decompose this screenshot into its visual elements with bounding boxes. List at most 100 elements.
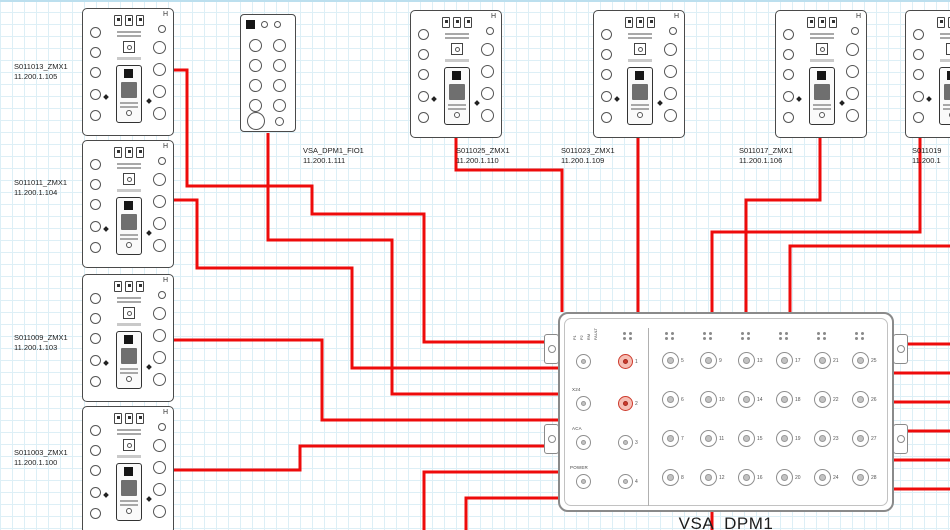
- dpm-port-number: 13: [757, 357, 763, 364]
- device-s011019-zmx1[interactable]: H: [905, 10, 950, 138]
- dpm-port: [576, 396, 591, 411]
- dpm-port: [814, 391, 831, 408]
- device-label-s011003: S011003_ZMX1 11.200.1.100: [14, 448, 68, 468]
- dpm-status-label: RM: [586, 333, 591, 341]
- dpm-port: [700, 469, 717, 486]
- dpm-port-number: 27: [871, 435, 877, 442]
- dpm-port-number: 3: [635, 439, 638, 446]
- dpm-port-label-aca: ACA: [572, 426, 582, 431]
- dpm-port: [814, 430, 831, 447]
- module-h-label: H: [490, 13, 496, 20]
- dpm-port: [662, 391, 679, 408]
- device-name: S011019: [912, 146, 942, 155]
- device-ip: 11.200.1.110: [456, 156, 499, 165]
- cable-s011017-dpm1[interactable]: [744, 138, 822, 312]
- status-led: [747, 337, 750, 340]
- dpm-port: [852, 430, 869, 447]
- device-label-s011011: S011011_ZMX1 11.200.1.104: [14, 178, 67, 198]
- dpm-port: [776, 469, 793, 486]
- device-s011017-zmx1[interactable]: H: [775, 10, 867, 138]
- dpm-port-number: 12: [719, 474, 725, 481]
- device-s011025-zmx1[interactable]: H: [410, 10, 502, 138]
- zmx-module-art: [906, 11, 950, 137]
- dpm-port-active: [618, 354, 633, 369]
- cable-s011019-dpm1[interactable]: [710, 138, 922, 312]
- dpm-port-number: 11: [719, 435, 725, 442]
- dpm-port: [576, 354, 591, 369]
- dpm-port-number: 4: [635, 478, 638, 485]
- module-h-label: H: [162, 409, 168, 416]
- dpm-port: [618, 435, 633, 450]
- screw-hole: [547, 345, 556, 353]
- device-ip: 11.200.1.109: [561, 156, 605, 165]
- status-led: [629, 332, 632, 335]
- screw-hole: [896, 435, 905, 443]
- device-ip: 11.200.1.105: [14, 72, 58, 81]
- device-name: S011013_ZMX1: [14, 62, 68, 71]
- dpm-port-number: 10: [719, 396, 725, 403]
- device-label-s011025: S011025_ZMX1 11.200.1.110: [456, 146, 510, 166]
- dpm-port-number: 20: [795, 474, 801, 481]
- cable-bottom-left-2[interactable]: [464, 496, 558, 530]
- device-label-s011017: S011017_ZMX1 11.200.1.106: [739, 146, 793, 166]
- dpm-port: [852, 352, 869, 369]
- device-s011023-zmx1[interactable]: H: [593, 10, 685, 138]
- cable-s011025-dpm1[interactable]: [454, 138, 564, 312]
- cable-s011013-dpm1[interactable]: [174, 68, 558, 344]
- status-led: [665, 332, 668, 335]
- status-led: [785, 332, 788, 335]
- dpm-port-active: [618, 396, 633, 411]
- device-s011003-zmx1[interactable]: H: [82, 406, 174, 530]
- device-ip: 11.200.1.106: [739, 156, 783, 165]
- device-label-s011019: S011019 11.200.1: [912, 146, 941, 166]
- status-led: [703, 332, 706, 335]
- dpm-status-label: P1: [572, 335, 577, 341]
- device-ip: 11.200.1: [912, 156, 941, 165]
- cable-s011011-dpm1[interactable]: [174, 198, 558, 370]
- dpm-port-number: 1: [635, 358, 638, 365]
- mounting-tab: [544, 424, 559, 454]
- device-name: S011017_ZMX1: [739, 146, 793, 155]
- cable-offscreen-right-dpm1[interactable]: [788, 244, 950, 312]
- dpm-port: [700, 352, 717, 369]
- module-h-label: H: [162, 143, 168, 150]
- status-led: [665, 337, 668, 340]
- dpm-port-number: 14: [757, 396, 763, 403]
- status-led: [741, 332, 744, 335]
- device-name: S011023_ZMX1: [561, 146, 615, 155]
- status-led: [703, 337, 706, 340]
- grid-major-line: [0, 0, 950, 2]
- dpm-port: [576, 474, 591, 489]
- dpm-port-number: 21: [833, 357, 839, 364]
- cable-bottom-left-1[interactable]: [422, 470, 558, 530]
- dpm-port-number: 16: [757, 474, 763, 481]
- status-led: [785, 337, 788, 340]
- dpm-port-number: 2: [635, 400, 638, 407]
- status-led: [671, 332, 674, 335]
- status-led: [671, 337, 674, 340]
- module-h-label: H: [162, 277, 168, 284]
- device-s011011-zmx1[interactable]: H: [82, 140, 174, 268]
- device-s011013-zmx1[interactable]: H: [82, 8, 174, 136]
- cable-s011003-dpm1[interactable]: [174, 444, 558, 472]
- status-led: [861, 332, 864, 335]
- dpm-port: [738, 469, 755, 486]
- device-label-s011013: S011013_ZMX1 11.200.1.105: [14, 62, 68, 82]
- dpm-port: [576, 435, 591, 450]
- dpm-port-number: 25: [871, 357, 877, 364]
- device-name: S011009_ZMX1: [14, 333, 68, 342]
- module-h-label: H: [162, 11, 168, 18]
- device-vsa-dpm1-fio1[interactable]: [240, 14, 296, 132]
- dpm-port-number: 9: [719, 357, 722, 364]
- cable-s011009-dpm1[interactable]: [174, 338, 558, 422]
- mounting-tab: [544, 334, 559, 364]
- device-name: VSA_DPM1_FIO1: [303, 146, 364, 155]
- status-led: [855, 337, 858, 340]
- status-led: [623, 337, 626, 340]
- device-s011009-zmx1[interactable]: H: [82, 274, 174, 402]
- status-led: [629, 337, 632, 340]
- device-ip: 11.200.1.100: [14, 458, 58, 467]
- cable-fio1-dpm1[interactable]: [266, 133, 558, 396]
- zmx-module-art: [594, 11, 684, 137]
